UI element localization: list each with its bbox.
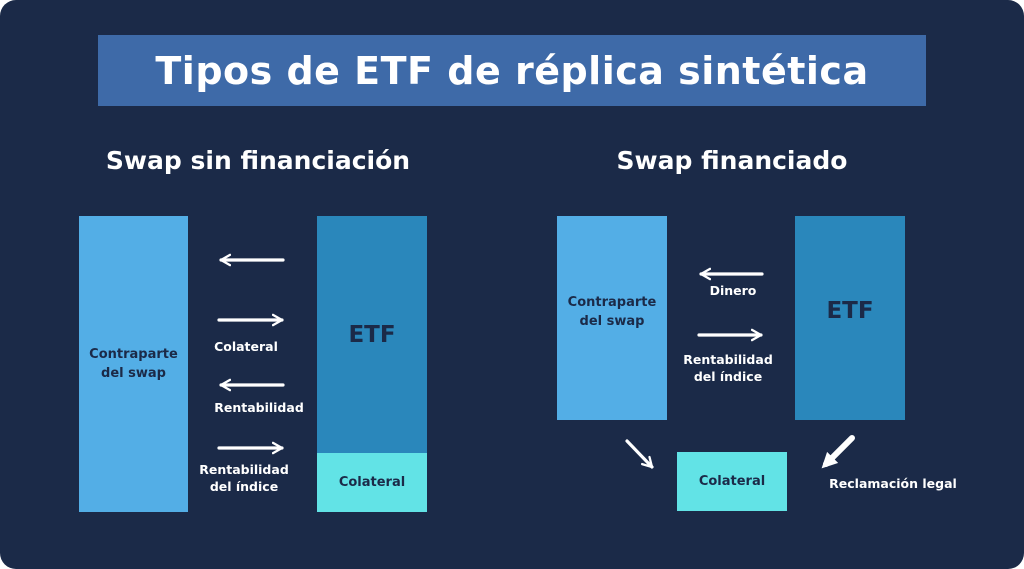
right-collateral-box: Colateral — [677, 452, 787, 511]
left-collateral-box-label: Colateral — [338, 475, 406, 490]
left-etf-label: ETF — [348, 321, 396, 348]
left-index-return-line1: Rentabilidad — [199, 462, 289, 477]
left-counterparty-box: Contraparte del swap — [79, 216, 188, 512]
right-etf-box: ETF — [795, 216, 905, 420]
right-collateral-box-label: Colateral — [698, 474, 766, 489]
title-banner: Tipos de ETF de réplica sintética — [98, 35, 926, 106]
right-counterparty-box: Contraparte del swap — [557, 216, 667, 420]
right-index-return-line1: Rentabilidad — [683, 352, 773, 367]
right-arrow-to-collateral — [625, 439, 654, 469]
left-index-return-line2: del índice — [209, 479, 279, 494]
right-etf-label: ETF — [826, 298, 874, 324]
left-collateral-arrow-label: Colateral — [214, 339, 278, 354]
left-etf-box: ETF — [317, 216, 427, 453]
right-counterparty-label-line2: del swap — [579, 314, 645, 329]
left-counterparty-label-line1: Contraparte — [89, 347, 178, 362]
left-collateral-box: Colateral — [317, 453, 427, 512]
right-counterparty-label-line1: Contraparte — [567, 295, 657, 310]
right-arrow-legal-claim — [821, 435, 855, 469]
right-legal-claim-arrow-label: Reclamación legal — [829, 476, 957, 491]
page-title: Tipos de ETF de réplica sintética — [155, 48, 869, 93]
left-return-arrow-label: Rentabilidad — [214, 400, 304, 415]
left-index-return-arrow-label: Rentabilidad del índice — [192, 461, 296, 495]
right-index-return-line2: del índice — [693, 369, 763, 384]
right-money-arrow-label: Dinero — [709, 283, 757, 298]
left-section-heading: Swap sin financiación — [105, 146, 411, 175]
left-counterparty-label-line2: del swap — [101, 366, 166, 381]
right-section-heading: Swap financiado — [616, 146, 848, 175]
right-index-return-arrow-label: Rentabilidad del índice — [676, 351, 780, 385]
